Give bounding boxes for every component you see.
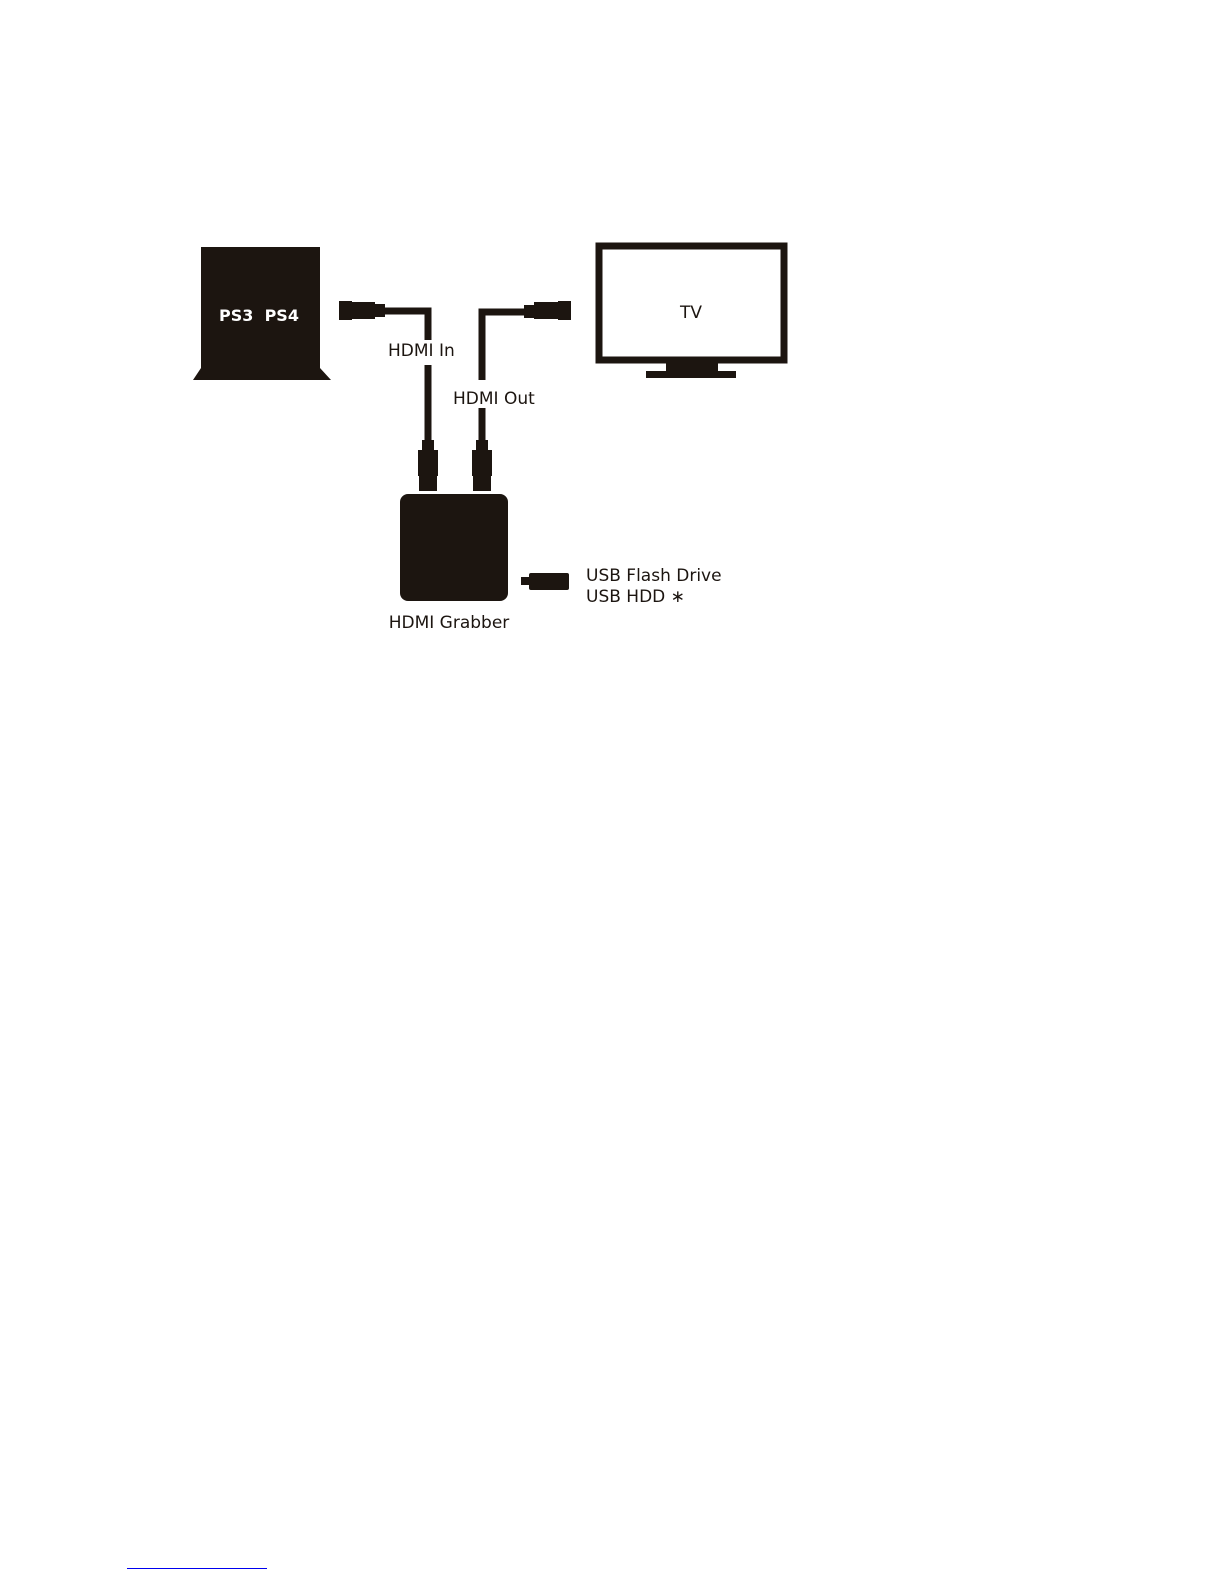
hdmi-plug-icon [524, 301, 571, 320]
tv-stand [646, 371, 736, 378]
console-label: PS3 PS4 [219, 306, 299, 325]
hdmi-plug-icon [339, 301, 385, 320]
hdmi-out-wire [482, 312, 527, 380]
usb-label-line1: USB Flash Drive [586, 566, 722, 586]
grabber-body [400, 494, 508, 601]
hdmi-plug-icon [418, 440, 438, 491]
tv-label: TV [679, 303, 702, 323]
hdmi-plug-icon [472, 440, 492, 491]
footnote-rule [127, 1568, 267, 1569]
usb-label-line2: USB HDD ∗ [586, 587, 685, 607]
game-console: PS3 PS4 [193, 247, 331, 380]
tv-neck [666, 360, 718, 371]
usb-connector [521, 577, 530, 585]
hdmi-out-cable: HDMI Out [453, 301, 571, 491]
usb-drive: USB Flash Drive USB HDD ∗ [521, 566, 722, 607]
hdmi-in-wire [383, 311, 428, 340]
grabber-label: HDMI Grabber [389, 613, 510, 633]
hdmi-in-cable: HDMI In [339, 301, 455, 491]
hdmi-out-label: HDMI Out [453, 389, 535, 409]
usb-stick-icon [529, 573, 569, 590]
hdmi-grabber: HDMI Grabber [389, 494, 510, 633]
tv: TV [599, 246, 784, 378]
hdmi-in-label: HDMI In [388, 341, 455, 361]
